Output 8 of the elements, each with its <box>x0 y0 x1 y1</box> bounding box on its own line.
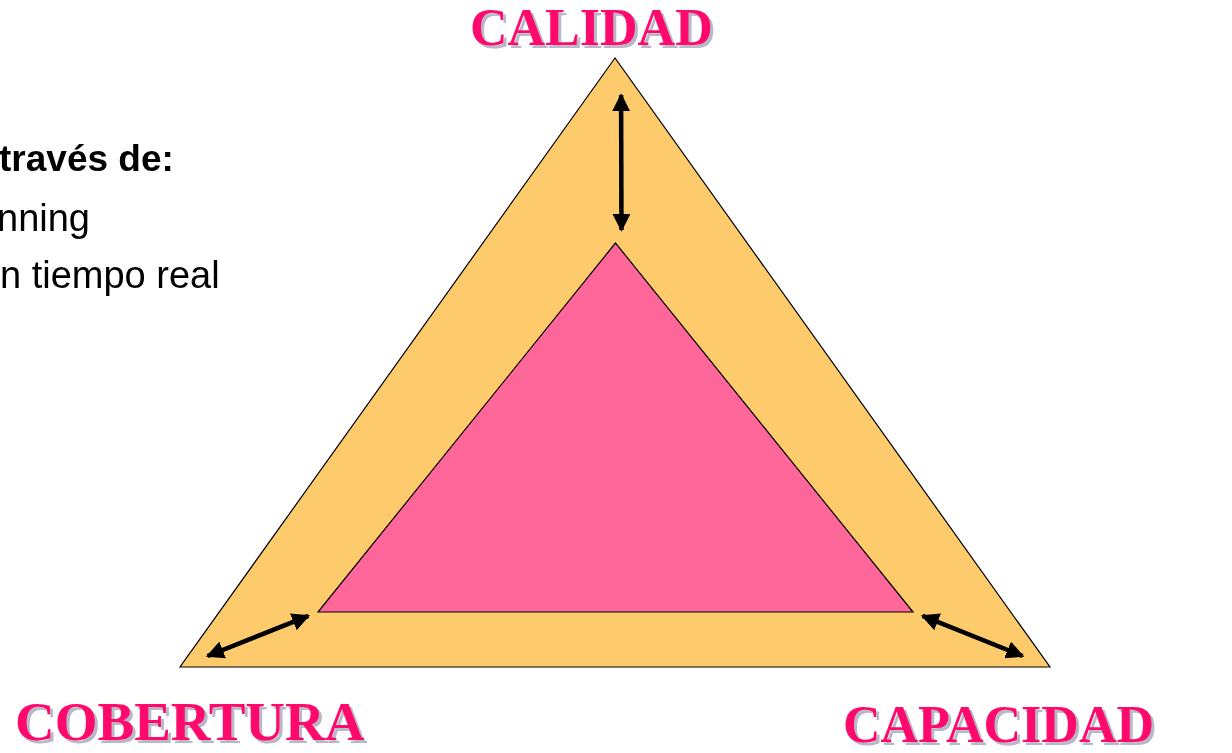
text-fragment: n tiempo real <box>0 256 220 294</box>
text-fragment: nning <box>0 199 90 237</box>
double-arrow <box>612 93 631 232</box>
vertex-label: CAPACIDAD <box>843 699 1154 751</box>
vertex-label: CALIDAD <box>470 2 713 54</box>
double-arrow <box>920 613 1025 659</box>
double-arrow <box>205 613 310 659</box>
vertex-label: COBERTURA <box>15 694 365 749</box>
